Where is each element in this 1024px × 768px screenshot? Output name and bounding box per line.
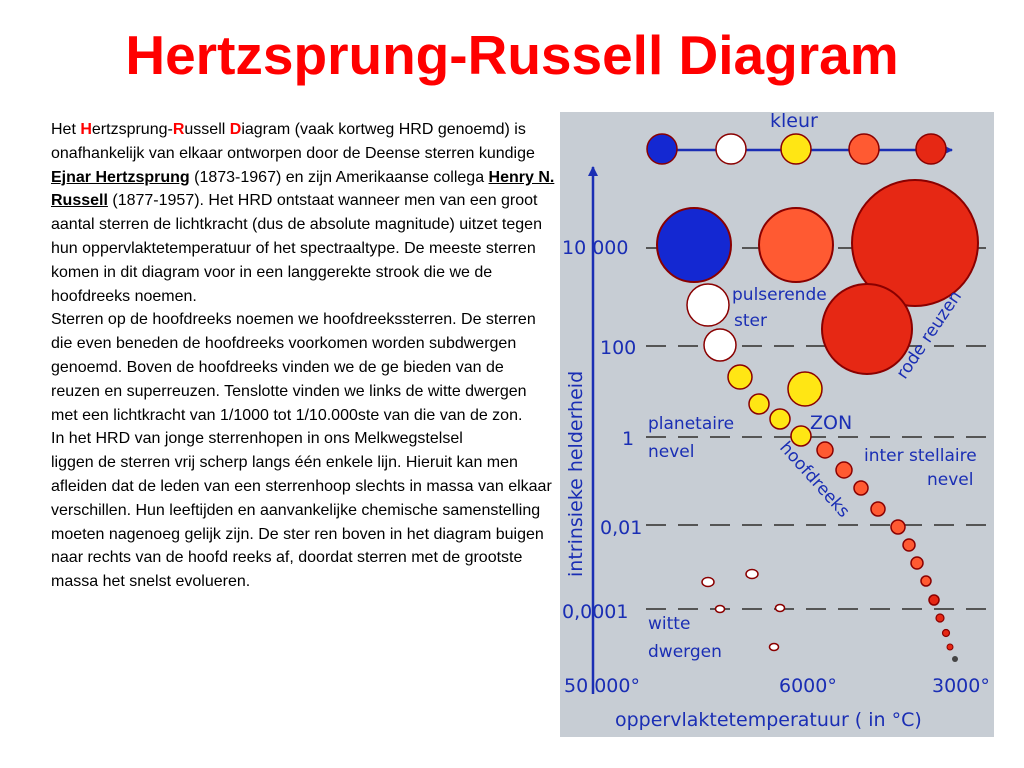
label-pulserende: pulserende bbox=[732, 285, 827, 305]
label-interstellaire-nevel: nevel bbox=[927, 470, 973, 490]
russell-link[interactable]: Henry N. Russell bbox=[51, 168, 555, 210]
main-sequence-star bbox=[853, 480, 869, 496]
body-text: Het Hertzsprung-Russell Diagram (vaak ko… bbox=[51, 118, 556, 594]
main-sequence-star bbox=[935, 613, 945, 623]
hr-diagram: kleur intrinsieke helderheid 10 000 100 … bbox=[560, 112, 994, 737]
kleur-label: kleur bbox=[770, 112, 818, 132]
y-axis-label: intrinsieke helderheid bbox=[565, 371, 587, 577]
main-sequence-star bbox=[946, 643, 954, 651]
x-tick-6000: 6000° bbox=[779, 675, 837, 697]
yellow-giant bbox=[787, 371, 823, 407]
y-tick-001: 0,01 bbox=[600, 517, 642, 539]
text-run: ussell bbox=[184, 121, 230, 138]
paragraph-sterrenhopen: In het HRD van jonge sterrenhopen in ons… bbox=[51, 430, 463, 448]
red-star bbox=[915, 133, 947, 165]
initial-h: H bbox=[80, 121, 92, 138]
paragraph-intro: Het Hertzsprung-Russell Diagram (vaak ko… bbox=[51, 118, 556, 308]
white-dwarf bbox=[774, 603, 786, 613]
blue-supergiant bbox=[656, 207, 732, 283]
y-tick-100: 100 bbox=[600, 337, 636, 359]
y-tick-10000: 10 000 bbox=[562, 237, 628, 259]
red-supergiant bbox=[851, 179, 979, 307]
text-run: (1873-1967) en zijn Amerikaanse collega bbox=[189, 168, 489, 186]
orange-star bbox=[848, 133, 880, 165]
y-tick-1: 1 bbox=[622, 428, 634, 450]
main-sequence-star bbox=[920, 575, 932, 587]
x-axis-label: oppervlaktetemperatuur ( in °C) bbox=[615, 709, 922, 731]
label-planetaire: planetaire bbox=[648, 414, 734, 434]
red-giant bbox=[821, 283, 913, 375]
hr-diagram-svg: kleur intrinsieke helderheid 10 000 100 … bbox=[562, 112, 994, 731]
label-zon: ZON bbox=[810, 412, 852, 434]
slide-title: Hertzsprung-Russell Diagram bbox=[125, 24, 899, 86]
text-run: iagram (vaak kortweg HRD genoemd) is ona… bbox=[51, 121, 535, 162]
pulsating-star-large bbox=[686, 283, 730, 327]
label-witte: witte bbox=[648, 614, 690, 634]
text-run: ertzsprung- bbox=[91, 121, 173, 138]
x-tick-50000: 50 000° bbox=[564, 675, 640, 697]
sun-star bbox=[790, 425, 812, 447]
main-sequence-star bbox=[902, 538, 916, 552]
initial-d: D bbox=[229, 121, 242, 138]
x-tick-3000: 3000° bbox=[932, 675, 990, 697]
main-sequence-star bbox=[928, 594, 940, 606]
main-sequence-star bbox=[727, 364, 753, 390]
blue-star bbox=[646, 133, 678, 165]
initial-r: R bbox=[172, 121, 185, 138]
main-sequence-star bbox=[870, 501, 886, 517]
label-nevel: nevel bbox=[648, 442, 694, 462]
main-sequence-star bbox=[910, 556, 924, 570]
paragraph-hoofdreeks: Sterren op de hoofdreeks noemen we hoofd… bbox=[51, 311, 536, 424]
pulsating-star-small bbox=[703, 328, 737, 362]
white-dwarf bbox=[768, 642, 780, 652]
white-dwarf bbox=[701, 576, 715, 588]
paragraph-evolutie: liggen de sterren vrij scherp langs één … bbox=[51, 454, 552, 591]
main-sequence-star bbox=[769, 408, 791, 430]
white-dwarf bbox=[714, 604, 726, 614]
yellow-star bbox=[780, 133, 812, 165]
label-dwergen: dwergen bbox=[648, 642, 722, 662]
main-sequence-star bbox=[952, 656, 958, 662]
main-sequence-star bbox=[835, 461, 853, 479]
white-dwarf bbox=[745, 568, 759, 580]
label-ster: ster bbox=[734, 311, 767, 331]
main-sequence-star bbox=[941, 628, 951, 638]
hertzsprung-link[interactable]: Ejnar Hertzsprung bbox=[51, 168, 190, 186]
main-sequence-star bbox=[816, 441, 834, 459]
y-tick-00001: 0,0001 bbox=[562, 601, 628, 623]
label-hoofdreeks: hoofdreeks bbox=[775, 438, 853, 522]
orange-supergiant bbox=[758, 207, 834, 283]
label-interstellaire: inter stellaire bbox=[864, 446, 977, 466]
text-run: (1877-1957). Het HRD ontstaat wanneer me… bbox=[51, 192, 542, 305]
main-sequence-star bbox=[890, 519, 906, 535]
white-star bbox=[715, 133, 747, 165]
main-sequence-star bbox=[748, 393, 770, 415]
text-run: Het bbox=[51, 121, 81, 138]
